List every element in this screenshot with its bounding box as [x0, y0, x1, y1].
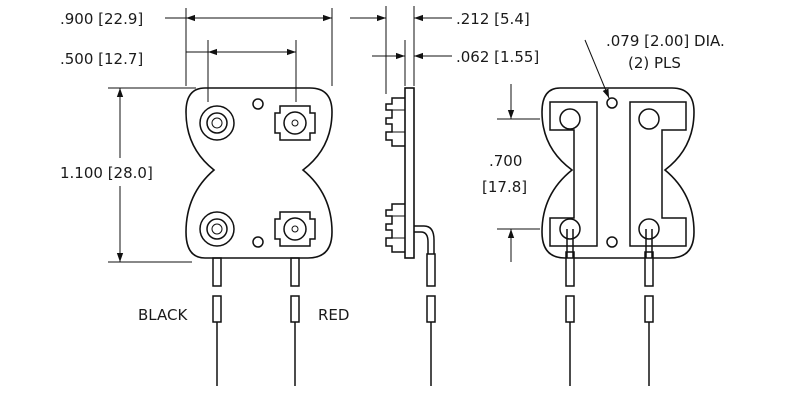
- lead-label-black: BLACK: [138, 306, 188, 324]
- back-lead-right: [644, 229, 654, 386]
- back-contact-strip-left: [549, 101, 598, 247]
- back-mount-hole-bottom: [606, 236, 618, 248]
- dim-terminal-spacing-label: .500 [12.7]: [60, 50, 143, 68]
- dim-hole-spacing: .700 [17.8]: [482, 84, 540, 262]
- dim-hole-diameter-label-line2: (2) PLS: [628, 54, 681, 72]
- back-contact-strip-right: [629, 101, 687, 247]
- dim-plate-thickness-label: .062 [1.55]: [456, 48, 539, 66]
- side-view-plate: [404, 87, 415, 259]
- dim-hole-diameter-label-line1: .079 [2.00] DIA.: [606, 32, 725, 50]
- front-lead-red: [290, 257, 300, 386]
- front-terminal-bottom-left: [199, 211, 235, 247]
- front-mount-hole-top: [252, 98, 264, 110]
- back-mount-hole-top: [606, 97, 618, 109]
- front-terminal-bottom-right: [274, 211, 316, 247]
- dim-overall-height-label: 1.100 [28.0]: [60, 164, 153, 182]
- back-view-body: [541, 87, 695, 259]
- dim-hole-spacing-label-line1: .700: [489, 152, 522, 170]
- front-mount-hole-bottom: [252, 236, 264, 248]
- front-terminal-top-right: [274, 105, 316, 141]
- front-terminal-top-left: [199, 105, 235, 141]
- back-hole-top-left: [559, 108, 581, 130]
- back-hole-bottom-left: [559, 218, 581, 240]
- back-hole-top-right: [638, 108, 660, 130]
- side-terminal-bottom: [385, 203, 405, 253]
- side-terminal-top: [385, 97, 405, 147]
- dim-side-depth: .212 [5.4]: [350, 6, 530, 94]
- front-view: BLACK RED .900 [22.9] .500 [12.7] 1.100 …: [60, 8, 349, 386]
- dim-plate-thickness: .062 [1.55]: [372, 40, 539, 86]
- lead-label-red: RED: [318, 306, 349, 324]
- back-hole-bottom-right: [638, 218, 660, 240]
- dim-side-depth-label: .212 [5.4]: [456, 10, 530, 28]
- back-lead-left: [565, 229, 575, 386]
- dim-overall-width: .900 [22.9]: [60, 8, 333, 86]
- front-lead-black: [212, 257, 222, 386]
- back-view: .079 [2.00] DIA. (2) PLS .700 [17.8]: [482, 32, 725, 386]
- dim-overall-width-label: .900 [22.9]: [60, 10, 143, 28]
- dim-terminal-spacing: .500 [12.7]: [60, 40, 297, 102]
- dim-hole-diameter: .079 [2.00] DIA. (2) PLS: [584, 32, 725, 99]
- side-view: .212 [5.4] .062 [1.55]: [350, 6, 539, 386]
- dim-hole-spacing-label-line2: [17.8]: [482, 178, 527, 196]
- dim-overall-height: 1.100 [28.0]: [60, 87, 196, 263]
- side-lead: [414, 225, 436, 386]
